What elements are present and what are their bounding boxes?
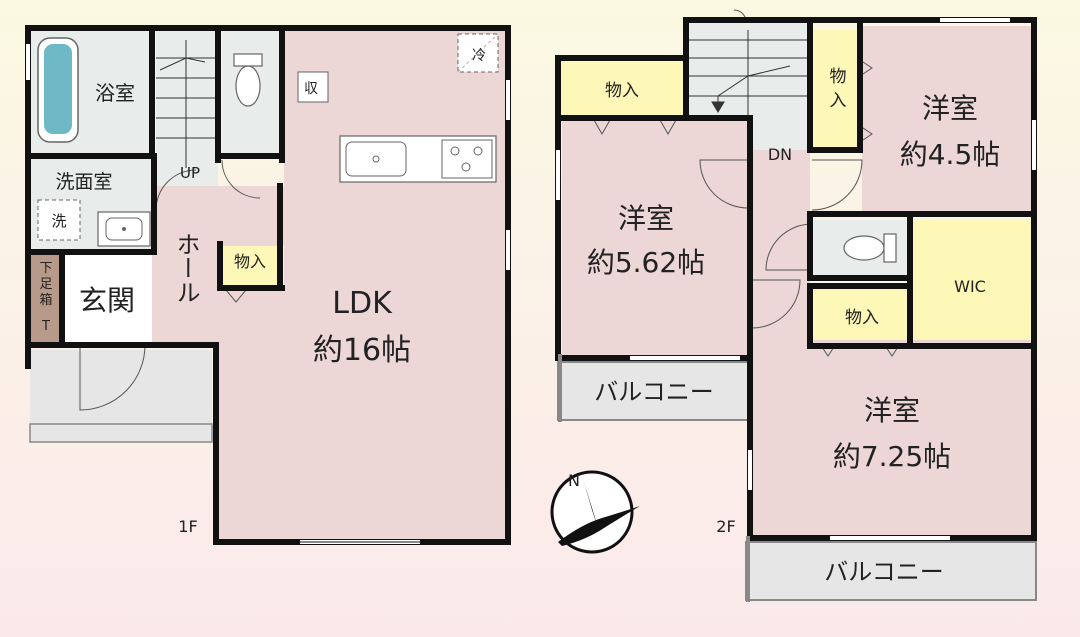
balcony-a	[557, 361, 749, 421]
toilet-2f-bowl	[843, 235, 885, 261]
fridge-label: 冷	[472, 48, 486, 64]
balcony-b-label: バルコニー	[824, 558, 944, 586]
svg-text:ホール: ホール	[172, 232, 200, 304]
kitchen-sink	[345, 141, 407, 177]
western-c-name: 洋室	[864, 394, 920, 427]
storage-2f-c	[812, 286, 908, 344]
storage-2f-a-label: 物入	[605, 81, 639, 101]
toilet-tank	[233, 53, 263, 67]
western-b	[862, 26, 1032, 212]
svg-text:箱: 箱	[39, 292, 52, 308]
washer-label: 洗	[51, 212, 66, 230]
storage-1f-label: 物入	[234, 252, 266, 271]
storage-2f-b	[812, 30, 858, 148]
washroom-label: 洗面室	[55, 171, 112, 193]
toilet-bowl	[235, 65, 261, 107]
floor2-label: 2F	[716, 517, 735, 536]
western-c-size: 約7.25帖	[833, 440, 951, 473]
walls-2f	[555, 17, 1037, 541]
ldk-name: LDK	[332, 286, 393, 321]
stairs-down-label: DN	[768, 145, 792, 164]
ldk	[284, 30, 506, 540]
stairs-1f-treads	[156, 40, 218, 168]
western-a-name: 洋室	[618, 202, 674, 235]
hall-2f	[752, 150, 810, 340]
svg-text:足: 足	[39, 277, 52, 292]
ldk-size: 約16帖	[313, 333, 411, 368]
entrance	[62, 253, 152, 343]
fridge-space	[457, 33, 499, 73]
svg-text:下: 下	[39, 261, 52, 276]
hall	[152, 186, 218, 343]
storage-2f-a	[560, 62, 686, 116]
entrance-label: 玄関	[79, 284, 135, 317]
storage-2f-b-label-2: 入	[830, 91, 847, 111]
svg-text:T: T	[41, 319, 50, 334]
floor-2: 物入 物 入 物入 DN 洋室 約5.62帖 洋室 約4.5帖 WIC 洋室 約…	[555, 9, 1037, 602]
stairs-up-label: UP	[180, 164, 200, 182]
storage-2f-b-label-1: 物	[830, 67, 847, 87]
windows-2f	[556, 18, 1036, 540]
compass-north-label: N	[568, 471, 580, 490]
stairs-1f	[156, 30, 218, 186]
western-b-size: 約4.5帖	[900, 138, 1001, 171]
wic-label: WIC	[954, 277, 986, 296]
western-a	[562, 120, 748, 356]
shoe-box	[30, 253, 62, 343]
windows-1f	[26, 44, 510, 544]
shu-box	[297, 71, 329, 103]
bath-label: 浴室	[95, 81, 135, 105]
floor-1: 浴室 洗面室 洗 玄関 UP 収 冷 物入 LDK 約16帖 1F ホール 下 …	[25, 25, 511, 545]
western-a-size: 約5.62帖	[587, 246, 705, 279]
floor1-label: 1F	[178, 517, 197, 536]
western-b-name: 洋室	[922, 92, 978, 125]
balcony-a-label: バルコニー	[594, 378, 714, 406]
washer-space	[37, 199, 81, 241]
bathtub-water	[44, 44, 72, 134]
stove	[441, 139, 493, 179]
hall-label: ホール	[172, 232, 200, 304]
hall-upper	[218, 186, 284, 246]
stairs-2f-treads	[688, 30, 808, 117]
shoe-box-label: 下 足 箱 T	[39, 261, 52, 334]
storage-1f	[222, 246, 278, 286]
compass-icon: N	[550, 470, 640, 554]
wic	[910, 220, 1032, 344]
balcony-b	[745, 541, 1037, 601]
western-c	[752, 340, 1032, 536]
shu-label: 収	[304, 81, 318, 97]
doors-2f	[593, 9, 901, 357]
ldk-west	[218, 290, 288, 540]
storage-2f-c-label: 物入	[845, 308, 879, 328]
